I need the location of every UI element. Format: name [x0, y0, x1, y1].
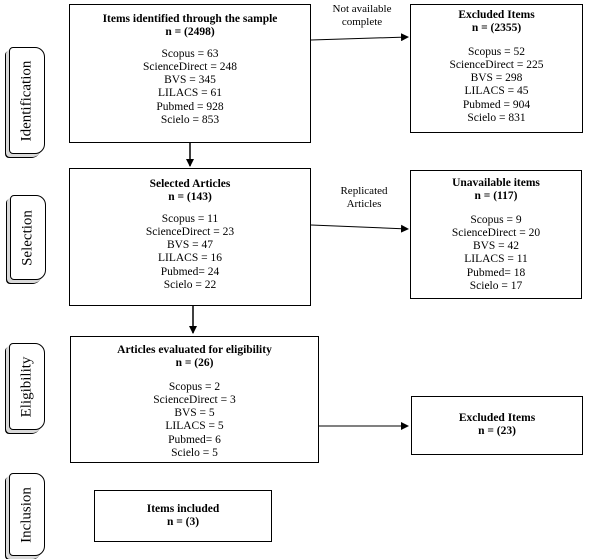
- unavailable-count: n = (117): [474, 190, 518, 203]
- excluded-items-box: Excluded Items n = (2355) Scopus = 52 Sc…: [410, 4, 583, 133]
- arrow-selected-to-unavailable: [310, 224, 409, 233]
- source-item: Scielo = 17: [469, 280, 523, 293]
- not-available-line-1: Not available: [332, 3, 392, 15]
- source-item: Scielo = 831: [467, 112, 526, 125]
- source-item: BVS = 42: [472, 240, 520, 253]
- replicated-label: Replicated Articles: [328, 185, 400, 211]
- eligibility-sources: Scopus = 2 ScienceDirect = 3 BVS = 5 LIL…: [71, 381, 318, 461]
- source-item: BVS = 47: [166, 239, 214, 252]
- included-items-box: Items included n = (3): [94, 490, 272, 542]
- excluded-final-count: n = (23): [478, 425, 516, 438]
- identified-title: Items identified through the sample: [102, 13, 278, 25]
- stage-identification-label: Identification: [18, 60, 35, 141]
- unavailable-items-box: Unavailable items n = (117) Scopus = 9 S…: [410, 170, 582, 299]
- identified-items-box: Items identified through the sample n = …: [69, 4, 311, 143]
- unavailable-title: Unavailable items: [452, 177, 540, 189]
- source-item: ScienceDirect = 225: [449, 58, 544, 71]
- stage-inclusion: Inclusion: [9, 473, 45, 556]
- source-item: LILACS = 61: [158, 87, 222, 100]
- source-item: Scielo = 853: [160, 114, 220, 127]
- source-item: Scopus = 11: [161, 212, 219, 225]
- source-item: ScienceDirect = 23: [145, 225, 235, 238]
- source-item: LILACS = 5: [165, 420, 224, 433]
- source-item: Scopus = 63: [161, 47, 219, 60]
- unavailable-sources: Scopus = 9 ScienceDirect = 20 BVS = 42 L…: [411, 214, 581, 294]
- not-available-line-2: complete: [341, 16, 383, 28]
- included-count: n = (3): [166, 516, 200, 529]
- stage-eligibility: Eligibility: [9, 343, 45, 430]
- stage-eligibility-label: Eligibility: [18, 356, 35, 417]
- selected-count: n = (143): [168, 191, 212, 204]
- source-item: Scopus = 9: [470, 213, 522, 226]
- source-item: Pubmed= 18: [466, 266, 526, 279]
- excluded-final-title: Excluded Items: [458, 412, 536, 424]
- excluded-final-box: Excluded Items n = (23): [411, 396, 583, 455]
- source-item: LILACS = 45: [464, 85, 529, 98]
- replicated-line-1: Replicated: [340, 185, 388, 197]
- source-item: LILACS = 11: [464, 253, 528, 266]
- selected-title: Selected Articles: [149, 178, 231, 190]
- source-item: ScienceDirect = 248: [143, 60, 237, 73]
- source-item: Pubmed = 928: [156, 100, 224, 113]
- included-title: Items included: [146, 503, 220, 515]
- source-item: Pubmed = 904: [462, 98, 531, 111]
- replicated-line-2: Articles: [346, 198, 382, 210]
- source-item: Scielo = 5: [171, 447, 218, 460]
- source-item: ScienceDirect = 20: [451, 226, 541, 239]
- source-item: ScienceDirect = 3: [153, 393, 236, 406]
- source-item: BVS = 298: [470, 72, 523, 85]
- stage-selection: Selection: [10, 195, 46, 280]
- not-available-label: Not available complete: [322, 3, 402, 29]
- source-item: BVS = 345: [164, 74, 216, 87]
- excluded-count: n = (2355): [471, 22, 522, 35]
- identified-count: n = (2498): [165, 26, 215, 39]
- source-item: Pubmed= 6: [168, 433, 221, 446]
- identified-sources: Scopus = 63 ScienceDirect = 248 BVS = 34…: [70, 48, 310, 128]
- source-item: LILACS = 16: [158, 252, 222, 265]
- arrow-identified-to-excluded: [310, 33, 409, 42]
- source-item: Scielo = 22: [163, 279, 217, 292]
- stage-selection-label: Selection: [19, 209, 36, 266]
- excluded-sources: Scopus = 52 ScienceDirect = 225 BVS = 29…: [411, 46, 582, 126]
- selected-articles-box: Selected Articles n = (143) Scopus = 11 …: [69, 168, 311, 306]
- stage-identification: Identification: [9, 47, 45, 154]
- selected-sources: Scopus = 11 ScienceDirect = 23 BVS = 47 …: [70, 213, 310, 293]
- source-item: Pubmed= 24: [160, 265, 220, 278]
- stage-inclusion-label: Inclusion: [18, 486, 35, 543]
- excluded-title: Excluded Items: [458, 9, 535, 21]
- source-item: Scopus = 2: [168, 380, 221, 393]
- source-item: BVS = 5: [174, 407, 215, 420]
- source-item: Scopus = 52: [468, 45, 525, 58]
- eligibility-title: Articles evaluated for eligibility: [117, 344, 272, 356]
- eligibility-count: n = (26): [175, 357, 214, 370]
- eligibility-articles-box: Articles evaluated for eligibility n = (…: [70, 336, 319, 463]
